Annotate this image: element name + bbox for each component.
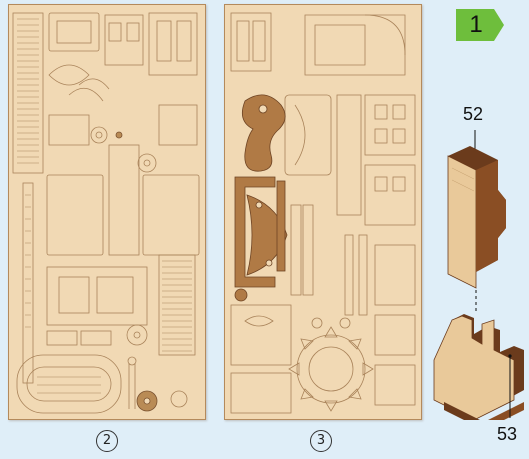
part-52-piece	[448, 146, 506, 288]
sheet-2-cut-parts	[9, 5, 205, 419]
part-label-53: 53	[497, 424, 517, 445]
step-number: 1	[452, 7, 500, 43]
step-number-badge: 1	[452, 7, 508, 43]
plywood-sheet-3	[224, 4, 422, 420]
assembly-pieces-illustration	[430, 120, 529, 420]
sheet-3-cut-parts	[225, 5, 421, 419]
sheet-number-2: 2	[96, 430, 118, 452]
ribbed-strip-top-left	[13, 13, 43, 173]
sheet-number-3: 3	[310, 430, 332, 452]
ribbed-strip-bottom-right	[159, 255, 195, 355]
plywood-sheet-2	[8, 4, 206, 420]
